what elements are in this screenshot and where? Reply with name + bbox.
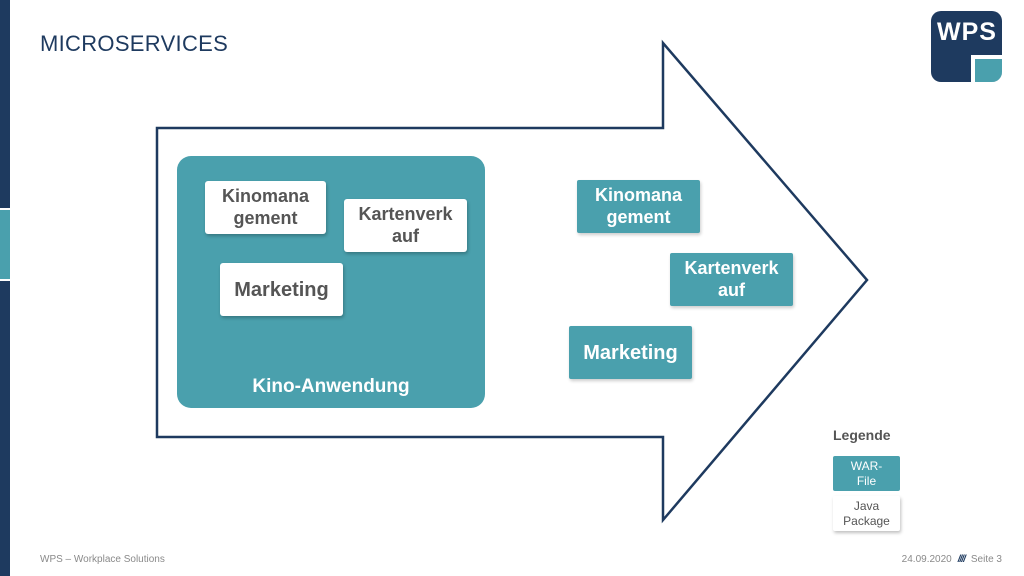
legend-war-file: WAR- File [833, 456, 900, 491]
package-kinomanagement: Kinomana gement [205, 181, 326, 234]
legend-title: Legende [833, 427, 891, 443]
left-accent-bar [0, 0, 10, 576]
service-kinomanagement: Kinomana gement [577, 180, 700, 233]
wps-logo-text: WPS [937, 18, 997, 46]
service-marketing: Marketing [569, 326, 692, 379]
package-kartenverkauf: Kartenverk auf [344, 199, 467, 252]
wps-logo: WPS [931, 11, 1002, 82]
package-marketing: Marketing [220, 263, 343, 316]
legend-java-package: Java Package [833, 496, 900, 531]
service-kartenverkauf: Kartenverk auf [670, 253, 793, 306]
footer-date: 24.09.2020 [901, 554, 952, 565]
footer-meta: 24.09.2020 //// Seite 3 [902, 554, 1002, 565]
slide-title: MICROSERVICES [40, 31, 229, 56]
left-accent-highlight [0, 208, 10, 281]
wps-logo-square [975, 59, 1002, 82]
footer-separator: //// [957, 554, 966, 565]
footer-company: WPS – Workplace Solutions [40, 554, 165, 565]
container-label: Kino-Anwendung [252, 376, 410, 397]
footer-page-number: Seite 3 [970, 554, 1002, 565]
